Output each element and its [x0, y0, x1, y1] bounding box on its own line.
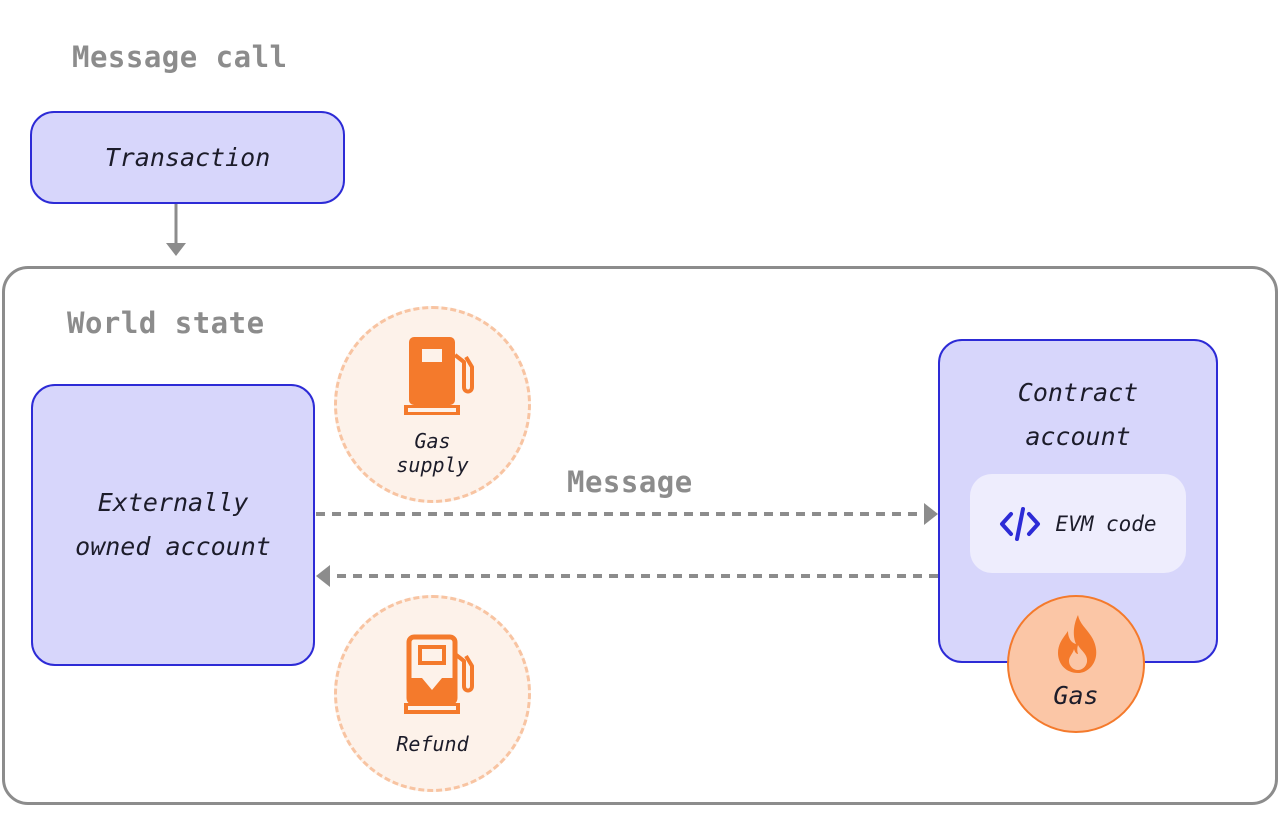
message-call-heading: Message call	[72, 40, 288, 74]
transaction-arrow-head	[166, 243, 186, 256]
gas-supply-label-line1: Gas	[414, 429, 451, 453]
flame-icon	[1058, 615, 1097, 673]
message-arrow-outbound-head	[924, 503, 938, 525]
eoa-label-line2: owned account	[75, 532, 271, 561]
transaction-box: Transaction	[30, 111, 345, 204]
contract-label-line2: account	[1025, 422, 1131, 451]
refund-circle: Refund	[334, 595, 531, 792]
message-label: Message	[567, 465, 693, 499]
refund-pump-icon	[404, 634, 474, 714]
refund-label: Refund	[396, 732, 469, 756]
eoa-label-line1: Externally	[97, 488, 249, 517]
evm-code-pill: EVM code	[970, 474, 1186, 573]
gas-label: Gas	[1053, 681, 1099, 710]
code-icon	[1000, 506, 1041, 541]
gas-burn-circle: Gas	[1007, 595, 1145, 733]
refund-arrow-return-head	[316, 565, 330, 587]
world-state-container	[2, 266, 1278, 805]
gas-supply-circle: Gas supply	[334, 306, 531, 503]
world-state-heading: World state	[67, 306, 265, 340]
gas-pump-icon	[404, 337, 474, 415]
externally-owned-account-box: Externally owned account	[31, 384, 315, 666]
evm-code-label: EVM code	[1055, 511, 1157, 536]
contract-label-line1: Contract	[1017, 378, 1139, 407]
gas-supply-label-line2: supply	[396, 453, 469, 477]
transaction-label: Transaction	[104, 142, 271, 172]
